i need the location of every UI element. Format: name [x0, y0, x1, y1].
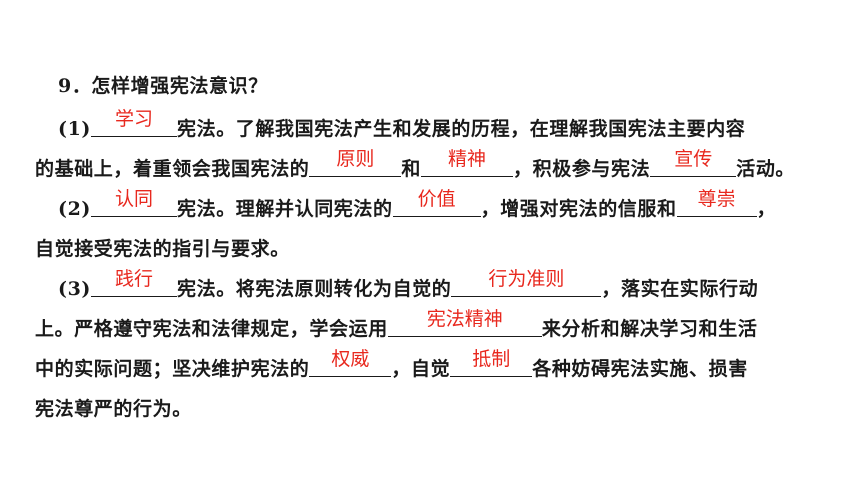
- blank-11: 权威: [309, 348, 392, 377]
- p2-prefix: (2): [58, 198, 91, 220]
- answer-6: 价值: [417, 188, 456, 210]
- p1-text-3: 和: [401, 158, 422, 180]
- p3-text-3: 上。严格遵守宪法和法律规定，学会运用: [35, 318, 388, 340]
- blank-2: 原则: [309, 148, 402, 177]
- answer-8: 践行: [114, 268, 154, 290]
- blank-12: 抵制: [450, 348, 533, 377]
- answer-5: 认同: [114, 188, 154, 210]
- p3-text-2: ，落实在实际行动: [601, 278, 759, 300]
- p2-text-1: 宪法。理解并认同宪法的: [177, 198, 393, 220]
- p3-prefix: (3): [58, 278, 91, 300]
- p3-text-4: 来分析和解决学习和生活: [541, 318, 758, 340]
- blank-3: 精神: [421, 148, 514, 177]
- p3-text-8: 宪法尊严的行为。: [35, 398, 192, 420]
- p1-text-1: 宪法。了解我国宪法产生和发展的历程，在理解我国宪法主要内容: [177, 118, 746, 140]
- p3-line-4: 宪法尊严的行为。: [35, 396, 192, 422]
- p1-line-2: 的基础上，着重领会我国宪法的 原则 和 精神 ，积极参与宪法 宣传 活动。: [35, 148, 796, 182]
- p2-text-4: 自觉接受宪法的指引与要求。: [35, 238, 290, 260]
- p2-line-2: 自觉接受宪法的指引与要求。: [35, 236, 290, 262]
- answer-10: 宪法精神: [426, 308, 503, 330]
- blank-9: 行为准则: [451, 268, 602, 297]
- answer-11: 权威: [331, 348, 370, 370]
- p1-text-4: ，积极参与宪法: [513, 158, 651, 180]
- answer-7: 尊崇: [697, 188, 736, 210]
- p3-text-1: 宪法。将宪法原则转化为自觉的: [177, 278, 452, 300]
- p1-prefix: (1): [58, 118, 91, 140]
- p1-text-2: 的基础上，着重领会我国宪法的: [35, 158, 310, 180]
- blank-4: 宣传: [650, 148, 737, 177]
- answer-4: 宣传: [674, 148, 713, 170]
- p3-line-1: (3) 践行 宪法。将宪法原则转化为自觉的 行为准则 ，落实在实际行动: [58, 268, 759, 302]
- answer-9: 行为准则: [488, 268, 565, 290]
- p1-line-1: (1) 学习 宪法。了解我国宪法产生和发展的历程，在理解我国宪法主要内容: [58, 108, 746, 142]
- p3-line-3: 中的实际问题；坚决维护宪法的权威 ，自觉抵制各种妨碍宪法实施、损害: [35, 348, 748, 382]
- p1-text-5: 活动。: [736, 158, 796, 180]
- question-title: 9．怎样增强宪法意识？: [58, 75, 268, 97]
- answer-3: 精神: [448, 148, 487, 170]
- answer-1: 学习: [114, 108, 154, 130]
- p2-line-1: (2) 认同 宪法。理解并认同宪法的 价值 ，增强对宪法的信服和尊崇 ，: [58, 188, 777, 222]
- blank-6: 价值: [392, 188, 481, 217]
- blank-7: 尊崇: [676, 188, 757, 217]
- p3-text-6: ，自觉: [391, 358, 451, 380]
- answer-2: 原则: [336, 148, 375, 170]
- question-title-line: 9．怎样增强宪法意识？: [58, 73, 268, 99]
- p2-text-2: ，增强对宪法的信服和: [480, 198, 677, 220]
- blank-8: 践行: [91, 268, 177, 297]
- p3-text-7: 各种妨碍宪法实施、损害: [532, 358, 748, 380]
- p2-text-3: ，: [756, 198, 777, 220]
- blank-5: 认同: [91, 188, 177, 217]
- p3-text-5: 中的实际问题；坚决维护宪法的: [35, 358, 310, 380]
- p3-line-2: 上。严格遵守宪法和法律规定，学会运用 宪法精神 来分析和解决学习和生活: [35, 308, 758, 342]
- answer-12: 抵制: [472, 348, 511, 370]
- blank-1: 学习: [91, 108, 177, 137]
- blank-10: 宪法精神: [387, 308, 542, 337]
